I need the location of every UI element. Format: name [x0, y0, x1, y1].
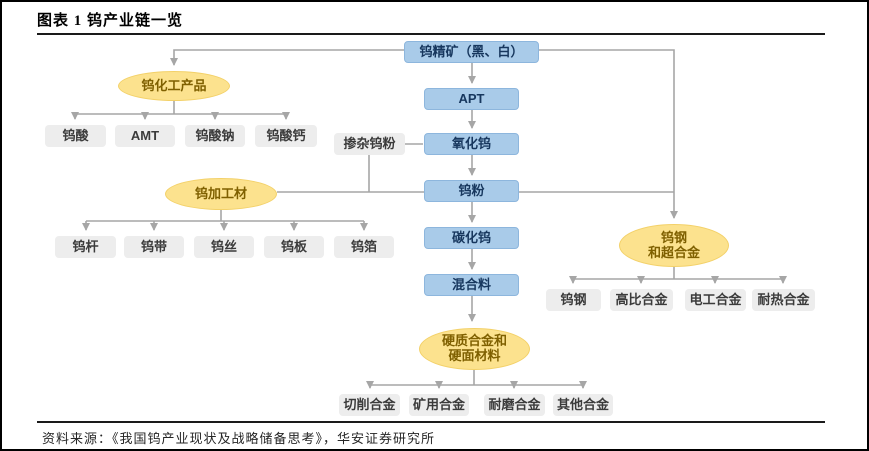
- box-other-alloy: 其他合金: [553, 394, 613, 416]
- node-tungsten-powder: 钨粉: [424, 180, 519, 202]
- node-apt: APT: [424, 88, 519, 110]
- node-doped-tungsten-powder: 掺杂钨粉: [334, 133, 405, 155]
- box-tungsten-plate: 钨板: [264, 236, 324, 258]
- figure-source: 资料来源：《我国钨产业现状及战略储备思考》，华安证券研究所: [42, 431, 436, 446]
- box-amt: AMT: [115, 125, 175, 147]
- ellipse-tungsten-steel-superalloy: 钨钢 和超合金: [619, 224, 729, 267]
- box-high-density-alloy: 高比合金: [610, 289, 673, 311]
- box-tungsten-strip: 钨带: [124, 236, 184, 258]
- box-wear-resistant-alloy: 耐磨合金: [484, 394, 545, 416]
- node-tungsten-concentrate: 钨精矿（黑、白）: [404, 41, 539, 63]
- box-tungsten-foil: 钨箔: [334, 236, 394, 258]
- box-tungsten-rod: 钨杆: [55, 236, 116, 258]
- box-calcium-tungstate: 钨酸钙: [255, 125, 317, 147]
- footer-divider: [37, 421, 825, 423]
- node-tungsten-oxide: 氧化钨: [424, 133, 519, 155]
- box-sodium-tungstate: 钨酸钠: [185, 125, 245, 147]
- ellipse-cemented-carbide-hardfacing: 硬质合金和 硬面材料: [419, 328, 530, 370]
- figure-title: 图表 1 钨产业链一览: [37, 13, 184, 29]
- box-tungsten-steel: 钨钢: [546, 289, 601, 311]
- title-divider: [37, 33, 825, 35]
- box-cutting-alloy: 切削合金: [339, 394, 400, 416]
- box-tungstic-acid: 钨酸: [45, 125, 106, 147]
- box-mining-alloy: 矿用合金: [409, 394, 469, 416]
- box-electrical-alloy: 电工合金: [685, 289, 746, 311]
- box-tungsten-wire: 钨丝: [194, 236, 254, 258]
- ellipse-tungsten-chemical-products: 钨化工产品: [118, 71, 230, 101]
- ellipse-tungsten-processed-materials: 钨加工材: [165, 178, 277, 210]
- node-mixture: 混合料: [424, 274, 519, 296]
- box-heat-resistant-alloy: 耐热合金: [752, 289, 815, 311]
- node-tungsten-carbide: 碳化钨: [424, 227, 519, 249]
